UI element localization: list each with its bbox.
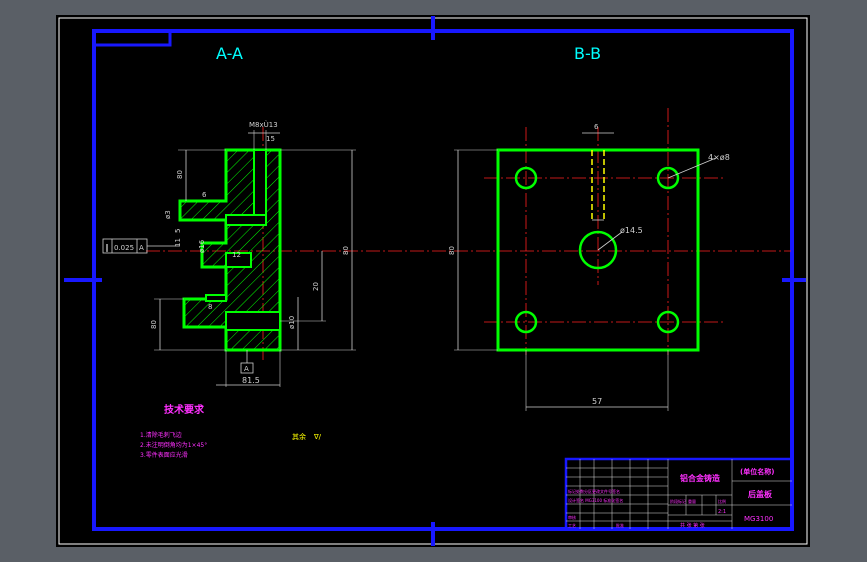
svg-text:设计签名 MG3100 标准化签名: 设计签名 MG3100 标准化签名 [568,497,623,503]
title-sheets: 共 张 第 张 [680,522,705,529]
drawing-sheet: A-A B-B 80 80 ø3 5 11 ø16 6 8 M8xÙ13 1 [56,15,810,547]
dim-a-hole: ø10 [288,316,296,329]
dim-a-15: 15 [266,135,275,143]
svg-text:标记处数分区更改文件号签名: 标记处数分区更改文件号签名 [568,488,620,494]
slot-upper [225,214,267,226]
dim-a-phi3: ø3 [164,210,172,219]
datum-box [240,362,254,374]
dim-a-11: 11 [174,238,182,247]
tolerance-datum: A [139,244,144,252]
title-code: MG3100 [744,515,773,523]
plate-outline [496,148,700,352]
dim-b-height: 80 [448,246,456,255]
dim-a-8: 8 [208,303,212,311]
outer-border [58,17,808,545]
dim-b-center: ø14.5 [620,226,643,235]
slot-middle [225,252,252,268]
dim-a-height: 80 [342,246,350,255]
tolerance-value: 0.025 [114,244,134,252]
mount-hole-bl [514,310,538,334]
view-title-a: A-A [216,44,243,63]
step-notch [205,294,227,302]
thread-bore [253,149,267,226]
title-school: 铝合金铸造 [680,473,720,483]
dim-b-6: 6 [594,123,599,131]
dim-a-80b: 80 [150,320,158,329]
frame-corner-box [94,31,172,47]
svg-text:批准: 批准 [616,522,624,528]
title-part-name: 后盖板 [748,489,773,499]
tolerance-symbol: ∥ [105,243,109,252]
tech-note-2: 2.未注明倒角均为1×45° [140,441,207,449]
title-block: 标记处数分区更改文件号签名 设计签名 MG3100 标准化签名 审核 工艺 批准… [564,457,794,531]
svg-text:工艺: 工艺 [568,523,576,528]
cad-canvas: A-A B-B 80 80 ø3 5 11 ø16 6 8 M8xÙ13 1 [58,16,808,546]
dim-thread: M8xÙ13 [249,120,278,129]
dim-b-holes: 4×ø8 [708,153,730,162]
center-hole [578,230,618,270]
dim-a-6: 6 [202,191,207,199]
title-stage: 阶段标记 [670,498,686,504]
roughness-symbol: ∇/ [313,433,322,441]
roughness-label: 其余 [292,432,306,441]
tech-title: 技术要求 [164,403,205,416]
section-a-view: 80 80 ø3 5 11 ø16 6 8 M8xÙ13 15 80 20 ø1… [102,120,791,387]
dim-a-phi16: ø16 [198,239,206,253]
tolerance-frame: ∥ 0.025 A [102,238,180,254]
title-unit: (单位名称) [740,467,774,476]
dim-b-width: 57 [592,397,602,406]
dim-a-12: 12 [232,251,241,259]
title-weight: 重量 [688,498,696,504]
view-title-b: B-B [574,44,601,63]
mount-hole-tl [514,166,538,190]
section-b-view: 6 4×ø8 ø14.5 80 57 [448,108,730,411]
mount-hole-br [656,310,680,334]
title-ratio: 比例 [718,498,726,504]
dim-a-80: 80 [176,170,184,179]
title-scale: 2:1 [718,509,726,515]
dim-a-81: 81.5 [242,376,260,385]
svg-text:审核: 审核 [568,514,576,520]
mount-hole-tr [656,166,680,190]
bottom-hole [225,311,281,331]
drawing-frame [92,29,794,531]
dim-a-20: 20 [312,282,320,291]
tech-note-3: 3.零件表面应光滑 [140,451,188,459]
datum-label: A [244,365,249,373]
dim-a-5: 5 [174,229,182,233]
tech-note-1: 1.清除毛刺飞边 [140,431,182,439]
